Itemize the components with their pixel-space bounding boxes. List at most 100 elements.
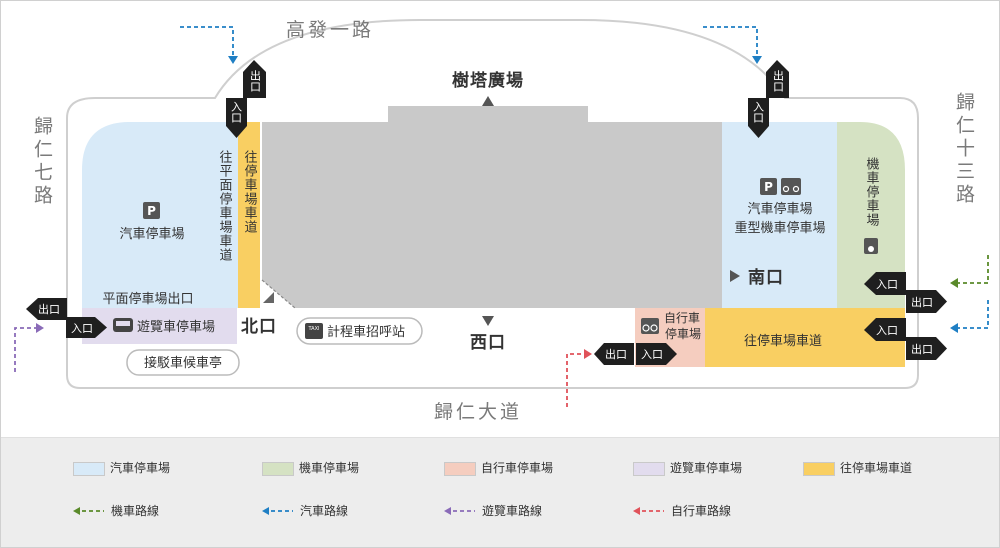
entrance-sign-east-lower bbox=[864, 318, 906, 341]
exit-sign-east-lower bbox=[906, 337, 947, 360]
building bbox=[262, 106, 722, 308]
motorcycle-parking-zone bbox=[837, 122, 905, 308]
shuttle-stop-box bbox=[126, 349, 240, 376]
taxi-icon bbox=[305, 323, 323, 339]
moto-route-east bbox=[958, 255, 989, 284]
exit-sign-text: 出口 bbox=[911, 295, 933, 309]
legend-label-moto: 機車停車場 bbox=[299, 461, 360, 475]
lane-to-parking-vertical-label: 往停車場車道 bbox=[242, 150, 258, 234]
gate-south-marker-icon bbox=[730, 270, 740, 282]
legend: 汽車停車場 機車停車場 自行車停車場 遊覽車停車場 往停車場車道 機車路線 汽車… bbox=[0, 437, 1000, 548]
taxi-stand-box bbox=[296, 317, 423, 345]
motorcycle-wheel-icon bbox=[782, 185, 790, 193]
taxi-stand-label: 計程車招呼站 bbox=[327, 324, 405, 340]
parking-sign-letter: P bbox=[147, 204, 156, 218]
scooter-icon-wheel bbox=[868, 246, 874, 252]
gate-west-label: 西口 bbox=[470, 333, 506, 353]
north-gate-hatch bbox=[261, 279, 296, 309]
exit-sign-text: 出口 bbox=[38, 302, 60, 316]
entrance-sign-text: 入口 bbox=[876, 278, 898, 291]
car-parking-west-label: 汽車停車場 bbox=[119, 226, 184, 242]
gate-south-label: 南口 bbox=[748, 267, 784, 288]
legend-swatch-lane bbox=[803, 462, 835, 476]
plaza-label: 樹塔廣場 bbox=[452, 70, 524, 91]
legend-arrow-car-icon bbox=[262, 507, 269, 515]
motorcycle-sign-icon bbox=[781, 178, 801, 195]
exit-sign-north-west bbox=[243, 60, 266, 98]
lane-to-surface-label: 往平面停車場車道 bbox=[217, 150, 233, 262]
plaza-marker-icon bbox=[482, 96, 494, 106]
bus-icon-window bbox=[116, 321, 130, 326]
exit-sign-text: 出口 bbox=[249, 69, 262, 92]
exit-sign-east-upper bbox=[906, 290, 947, 313]
car-route-north-east bbox=[703, 26, 758, 56]
car-route-arrow-icon bbox=[752, 56, 762, 64]
parking-sign-east-letter: P bbox=[764, 180, 773, 194]
exit-sign-text: 出口 bbox=[911, 342, 933, 356]
entrance-sign-text: 入口 bbox=[71, 322, 93, 335]
legend-arrow-bike-icon bbox=[633, 507, 640, 515]
site-outline bbox=[66, 19, 919, 389]
car-parking-east-label-2: 重型機車停車場 bbox=[734, 220, 825, 236]
car-route-arrow-icon bbox=[950, 323, 958, 333]
car-parking-east-label-1: 汽車停車場 bbox=[747, 201, 812, 217]
gate-north-label: 北口 bbox=[241, 317, 277, 337]
legend-swatch-bike bbox=[444, 462, 476, 476]
legend-label-lane: 往停車場車道 bbox=[840, 461, 913, 475]
bicycle-parking-label-1: 自行車 bbox=[664, 311, 700, 325]
bike-route-arrow-icon bbox=[584, 349, 592, 359]
motorcycle-parking-label: 機車停車場 bbox=[864, 157, 880, 227]
car-route-north-west bbox=[180, 26, 234, 56]
exit-sign-south bbox=[594, 343, 634, 365]
car-route-arrow-icon bbox=[228, 56, 238, 64]
bicycle-parking-label-2: 停車場 bbox=[665, 326, 701, 341]
entrance-sign-east-upper bbox=[864, 272, 906, 295]
lane-to-parking-label: 往停車場車道 bbox=[744, 333, 822, 349]
entrance-sign-text: 入口 bbox=[230, 101, 243, 123]
exit-sign-text: 出口 bbox=[605, 347, 627, 361]
parking-sign-icon bbox=[143, 202, 160, 219]
motorcycle-wheel-icon bbox=[792, 185, 800, 193]
entrance-sign-text: 入口 bbox=[641, 348, 663, 361]
lane-to-parking-zone bbox=[705, 308, 905, 367]
legend-swatch-car bbox=[73, 462, 105, 476]
taxi-badge-text: TAXI bbox=[308, 326, 320, 332]
legend-route-lines bbox=[73, 507, 664, 515]
legend-label-bus: 遊覽車停車場 bbox=[670, 461, 743, 475]
legend-arrow-moto-icon bbox=[73, 507, 80, 515]
legend-label-bus-route: 遊覽車路線 bbox=[482, 504, 543, 518]
bike-route-south bbox=[566, 353, 584, 407]
road-north-label: 高發一路 bbox=[286, 19, 374, 41]
car-route-east bbox=[958, 300, 989, 329]
gate-west-marker-icon bbox=[482, 316, 494, 326]
parking-sign-east-icon bbox=[760, 178, 777, 195]
shuttle-stop-label: 接駁車候車亭 bbox=[144, 355, 222, 371]
entrance-sign-text: 入口 bbox=[876, 324, 898, 337]
legend-label-car: 汽車停車場 bbox=[110, 461, 171, 475]
road-south-label: 歸仁大道 bbox=[434, 401, 522, 423]
bus-parking-zone bbox=[82, 308, 237, 344]
lane-to-surface-zone bbox=[238, 122, 260, 308]
entrance-sign-south bbox=[636, 343, 677, 365]
legend-swatch-bus bbox=[633, 462, 665, 476]
entrance-sign-text: 入口 bbox=[752, 101, 765, 123]
entrance-sign-north-west bbox=[226, 98, 247, 138]
legend-swatch-moto bbox=[262, 462, 294, 476]
legend-arrow-bus-icon bbox=[444, 507, 451, 515]
bus-parking-label: 遊覽車停車場 bbox=[137, 319, 215, 335]
legend-label-bike: 自行車停車場 bbox=[481, 461, 554, 475]
exit-sign-text: 出口 bbox=[772, 69, 785, 92]
car-parking-east-zone bbox=[722, 122, 837, 308]
legend-label-bike-route: 自行車路線 bbox=[671, 504, 732, 518]
bicycle-icon bbox=[641, 318, 659, 334]
bus-route-west bbox=[14, 327, 36, 372]
entrance-sign-west bbox=[66, 317, 107, 338]
surface-exit-label: 平面停車場出口 bbox=[102, 291, 193, 307]
exit-sign-west bbox=[26, 298, 67, 320]
road-west-label: 歸仁七路 bbox=[31, 116, 53, 208]
gate-north-marker-icon bbox=[263, 292, 274, 303]
bicycle-wheel-icon bbox=[642, 324, 650, 332]
road-east-label: 歸仁十三路 bbox=[953, 92, 975, 207]
